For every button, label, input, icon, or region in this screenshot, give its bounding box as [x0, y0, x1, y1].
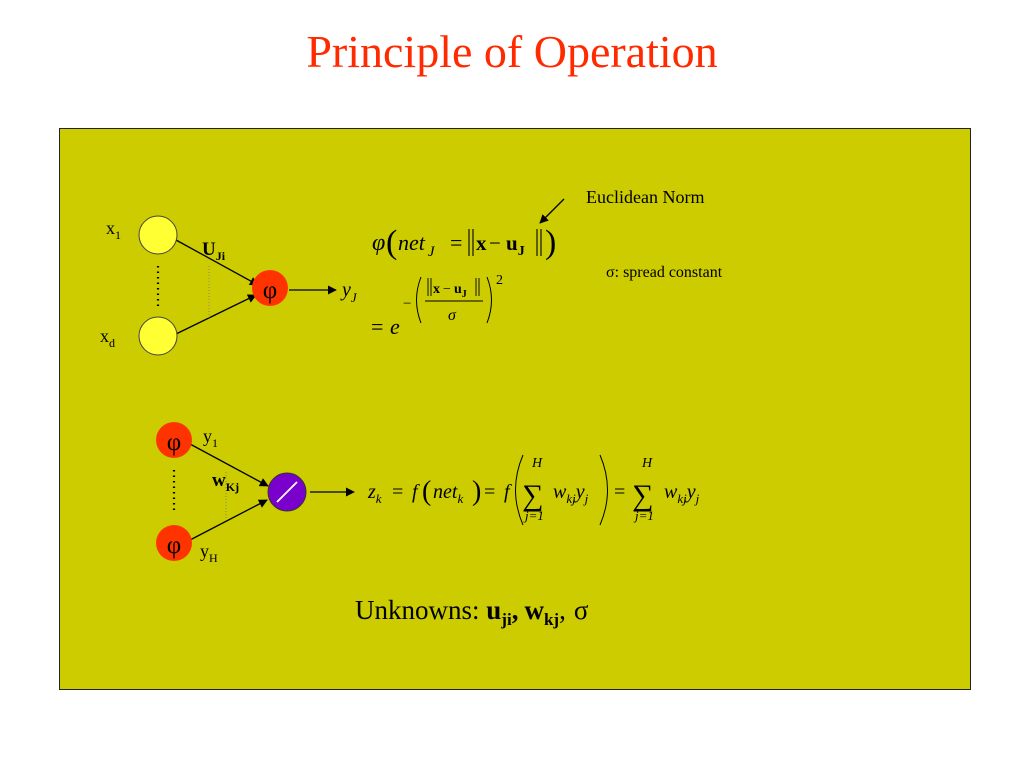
- svg-text:=: =: [392, 481, 403, 503]
- input-node-xd: [138, 316, 178, 356]
- annotation-spread-constant: σ: spread constant: [606, 264, 723, 281]
- svg-text:(: (: [386, 224, 397, 261]
- connection-y1-to-output: [189, 443, 269, 487]
- svg-text:=: =: [614, 481, 625, 503]
- svg-text:): ): [545, 224, 556, 261]
- svg-text:σ: σ: [448, 307, 457, 324]
- svg-text:wkjyj: wkjyj: [664, 481, 700, 506]
- input-node-x1: [138, 215, 178, 255]
- svg-text:wkjyj: wkjyj: [553, 481, 589, 506]
- rbf-node-y1: [156, 422, 192, 458]
- rbf-node-yH-symbol: φ: [167, 532, 181, 559]
- rbf-node-y1-symbol: φ: [167, 429, 181, 456]
- slide-title: Principle of Operation: [306, 26, 718, 77]
- svg-text:−: −: [489, 231, 501, 255]
- svg-text:=: =: [450, 230, 462, 255]
- formula-output: zk = f ( netk ) = f H ∑ j=1 wkjyj = H ∑ …: [367, 454, 700, 526]
- svg-text:): ): [472, 476, 481, 507]
- svg-text:netk: netk: [433, 481, 463, 506]
- svg-text:f: f: [504, 481, 512, 503]
- weight-label-uji: UJi: [202, 239, 226, 263]
- svg-text:=: =: [371, 314, 383, 339]
- connection-xd-to-phi: [175, 294, 257, 335]
- linear-activation-icon: [276, 481, 298, 503]
- rbf-node: [252, 270, 288, 306]
- label-xd: xd: [100, 326, 115, 350]
- content-panel: [59, 128, 971, 690]
- svg-text:j=1: j=1: [523, 508, 544, 523]
- svg-text:H: H: [531, 456, 543, 471]
- svg-text:−: −: [403, 296, 411, 312]
- annotation-arrow: [539, 198, 565, 224]
- svg-text:(: (: [422, 476, 431, 507]
- svg-text:x: x: [476, 231, 487, 255]
- svg-text:e: e: [390, 314, 400, 339]
- label-yJ: yJ: [340, 279, 358, 305]
- connection-x1-to-phi: [175, 239, 259, 286]
- svg-text:φ: φ: [372, 230, 385, 256]
- svg-text:uJ: uJ: [506, 231, 525, 259]
- svg-text:2: 2: [496, 273, 503, 288]
- label-x1: x1: [106, 218, 121, 242]
- svg-text:∑: ∑: [632, 479, 653, 512]
- svg-text:−: −: [443, 282, 451, 297]
- rbf-node-yH: [156, 525, 192, 561]
- svg-text:=: =: [484, 481, 495, 503]
- label-y1: y1: [203, 426, 218, 450]
- svg-text:H: H: [641, 456, 653, 471]
- connection-yH-to-output: [189, 499, 268, 541]
- weight-label-wkj: wKj: [212, 470, 239, 494]
- label-yH: yH: [200, 541, 218, 565]
- svg-text:zk: zk: [367, 481, 382, 506]
- rbf-node-symbol: φ: [263, 277, 277, 304]
- svg-text:j=1: j=1: [633, 508, 654, 523]
- svg-text:x: x: [433, 282, 440, 297]
- svg-text:∑: ∑: [522, 479, 543, 512]
- svg-text:f: f: [412, 481, 420, 503]
- svg-text:uJ: uJ: [454, 282, 467, 300]
- annotation-euclidean-norm: Euclidean Norm: [586, 187, 704, 207]
- unknowns-line: Unknowns: uji,wkj,σ: [355, 595, 589, 629]
